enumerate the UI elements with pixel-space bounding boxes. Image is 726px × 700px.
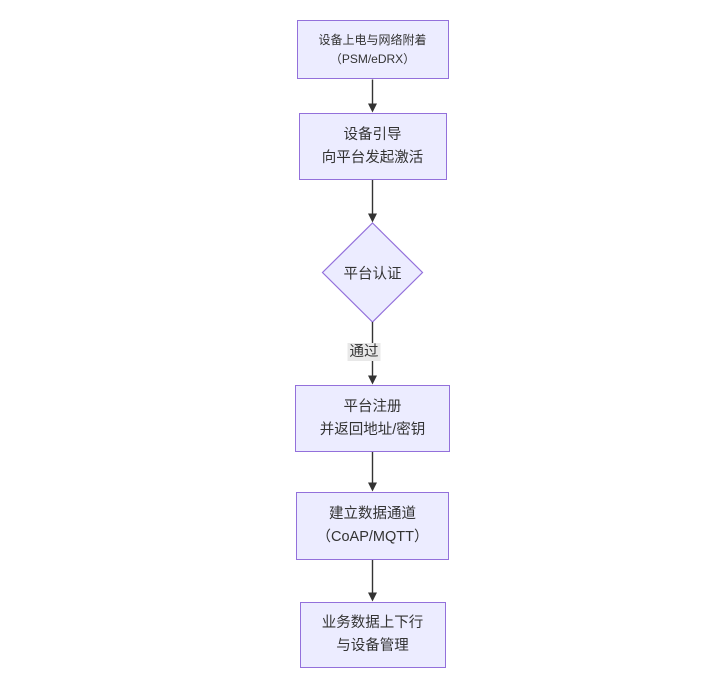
edge-register-to-channel	[368, 452, 377, 492]
node-text-line: 向平台发起激活	[321, 149, 424, 166]
node-text-line: 设备上电与网络附着	[318, 32, 427, 47]
node-text-line: （CoAP/MQTT）	[316, 529, 429, 545]
edge-bootstrap-to-auth	[368, 180, 377, 223]
node-data-channel: 建立数据通道 （CoAP/MQTT）	[296, 492, 449, 560]
node-power-attach: 设备上电与网络附着 （PSM/eDRX）	[296, 20, 449, 79]
edge-power-to-bootstrap	[368, 79, 377, 113]
arrowhead-icon	[368, 375, 377, 385]
node-bootstrap-activate: 设备引导 向平台发起激活	[298, 113, 447, 180]
arrowhead-icon	[368, 103, 377, 113]
node-text-line: 建立数据通道	[329, 506, 416, 522]
node-text-line: 与设备管理	[336, 638, 409, 654]
arrowhead-icon	[368, 213, 377, 223]
node-business-data: 业务数据上下行 与设备管理	[299, 602, 446, 668]
arrowhead-icon	[368, 592, 377, 602]
node-text-line: 平台注册	[343, 398, 402, 415]
edge-label-pass: 通过	[347, 343, 381, 361]
node-platform-auth-label: 平台认证	[343, 266, 402, 282]
edge-channel-to-business	[368, 560, 377, 602]
node-platform-register: 平台注册 并返回地址/密钥	[295, 385, 450, 452]
arrowhead-icon	[368, 482, 377, 492]
node-text-line: 并返回地址/密钥	[319, 421, 426, 438]
node-text-line: 设备引导	[343, 126, 402, 143]
node-text-line: （PSM/eDRX）	[329, 51, 416, 66]
node-text-line: 业务数据上下行	[321, 615, 424, 631]
